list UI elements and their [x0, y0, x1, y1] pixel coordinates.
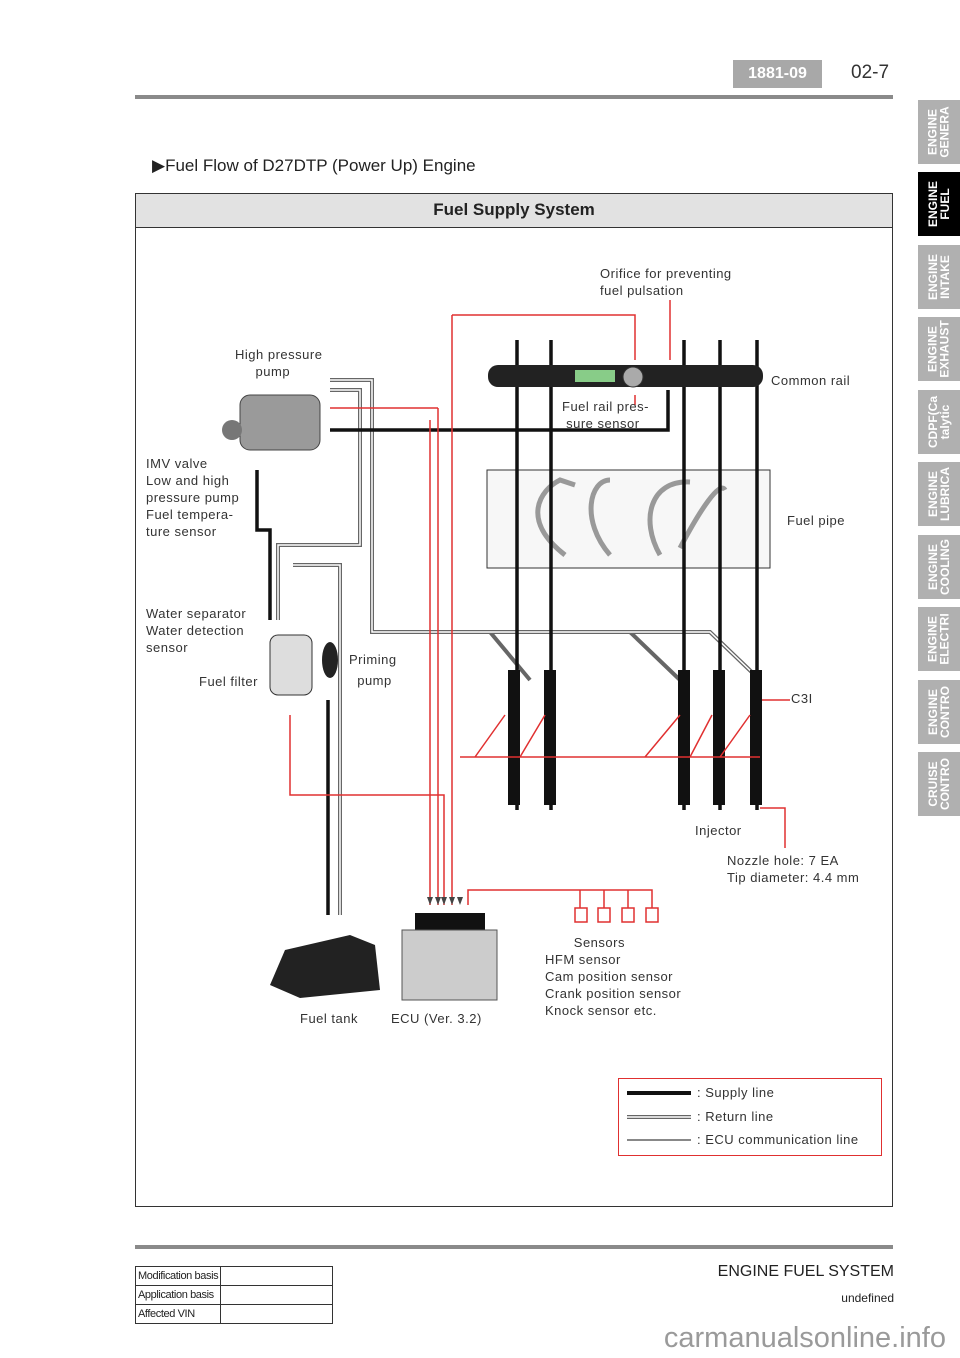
water-separator-label: Water separator Water detection sensor: [146, 606, 247, 655]
footer-subtitle: undefined: [841, 1291, 894, 1305]
panel-title: Fuel Supply System: [136, 194, 892, 228]
ecu-label: ECU (Ver. 3.2): [391, 1011, 482, 1026]
supply-lines: [255, 340, 759, 915]
rail-pressure-sensor: [622, 366, 644, 388]
legend: : Supply line : Return line : ECU commun…: [618, 1078, 882, 1156]
rail-sensor-label: Fuel rail pres- sure sensor: [562, 399, 649, 431]
legend-return: : Return line: [697, 1109, 774, 1124]
injector-label: Injector: [695, 823, 742, 838]
c3i-label: C3I: [791, 691, 813, 706]
ecu-lines: [289, 300, 790, 923]
imv-label: IMV valve Low and high pressure pump Fue…: [146, 456, 240, 539]
nozzle-label: Nozzle hole: 7 EA Tip diameter: 4.4 mm: [727, 853, 860, 885]
header-rule: [135, 95, 893, 99]
fuel-tank-label: Fuel tank: [300, 1011, 358, 1026]
page-number: 02-7: [851, 62, 890, 83]
legend-ecu: : ECU communication line: [697, 1132, 859, 1147]
application-basis-label: Application basis: [134, 1285, 222, 1305]
affected-vin-value: [220, 1304, 334, 1324]
footer-title: ENGINE FUEL SYSTEM: [717, 1263, 894, 1280]
footer-rule: [135, 1245, 893, 1249]
ecu-image: [401, 929, 498, 1001]
injectors: [508, 670, 762, 805]
ecu-connector: [415, 913, 485, 933]
document-code-badge: 1881-09: [733, 60, 822, 88]
watermark: carmanualsonline.info: [663, 1322, 946, 1354]
fuel-filter-label: Fuel filter: [199, 674, 258, 689]
high-pressure-pump-image: [222, 394, 321, 451]
hp-pump-label: High pressure pump: [235, 347, 323, 379]
affected-vin-label: Affected VIN: [134, 1304, 222, 1324]
fuel-pipe-label: Fuel pipe: [787, 513, 845, 528]
revision-table: Modification basis Application basis Aff…: [134, 1266, 334, 1324]
sensors-label: Sensors HFM sensor Cam position sensor C…: [545, 935, 682, 1018]
fuel-tank-image: [270, 935, 380, 998]
modification-basis-value: [220, 1266, 334, 1286]
priming-pump-image: [322, 642, 338, 678]
rail-label: [575, 370, 615, 382]
diagram-frame: Fuel Supply System: [135, 193, 893, 1207]
modification-basis-label: Modification basis: [134, 1266, 222, 1286]
fuel-pipe-box: [486, 469, 771, 569]
section-title: ▶Fuel Flow of D27DTP (Power Up) Engine: [152, 156, 476, 175]
return-lines: [276, 378, 762, 915]
fuel-filter-image: [269, 634, 313, 696]
priming-pump-label: Priming pump: [349, 652, 397, 688]
orifice-label: Orifice for preventing fuel pulsation: [600, 266, 732, 298]
application-basis-value: [220, 1285, 334, 1305]
common-rail-label: Common rail: [771, 373, 851, 388]
legend-supply: : Supply line: [697, 1085, 775, 1100]
